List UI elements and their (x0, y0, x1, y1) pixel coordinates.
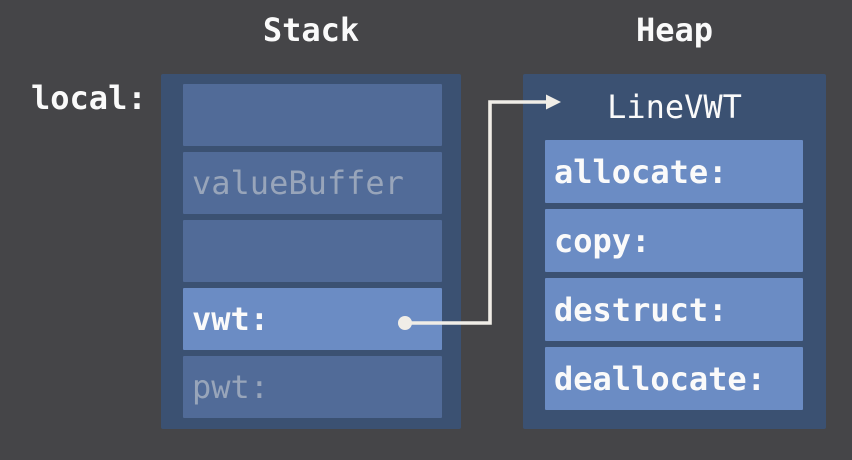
stack-cell-pwt: pwt: (183, 356, 442, 418)
local-variable-label: local: (31, 79, 147, 117)
heap-cell-list: allocate: copy: destruct: deallocate: (523, 140, 826, 410)
heap-cell-allocate: allocate: (545, 140, 803, 203)
heap-cell-destruct: destruct: (545, 278, 803, 341)
stack-cell-valuebuffer: valueBuffer (183, 152, 442, 214)
heap-cell-copy: copy: (545, 209, 803, 272)
stack-cell-empty-middle (183, 220, 442, 282)
stack-column-header: Stack (262, 11, 360, 49)
heap-column-header: Heap (635, 11, 714, 49)
stack-cell-vwt: vwt: (183, 288, 442, 350)
heap-box: LineVWT allocate: copy: destruct: deallo… (523, 74, 826, 429)
heap-table-title: LineVWT (607, 88, 742, 126)
stack-cell-empty-top (183, 84, 442, 146)
stack-box: valueBuffer vwt: pwt: (161, 74, 461, 429)
heap-cell-deallocate: deallocate: (545, 347, 803, 410)
